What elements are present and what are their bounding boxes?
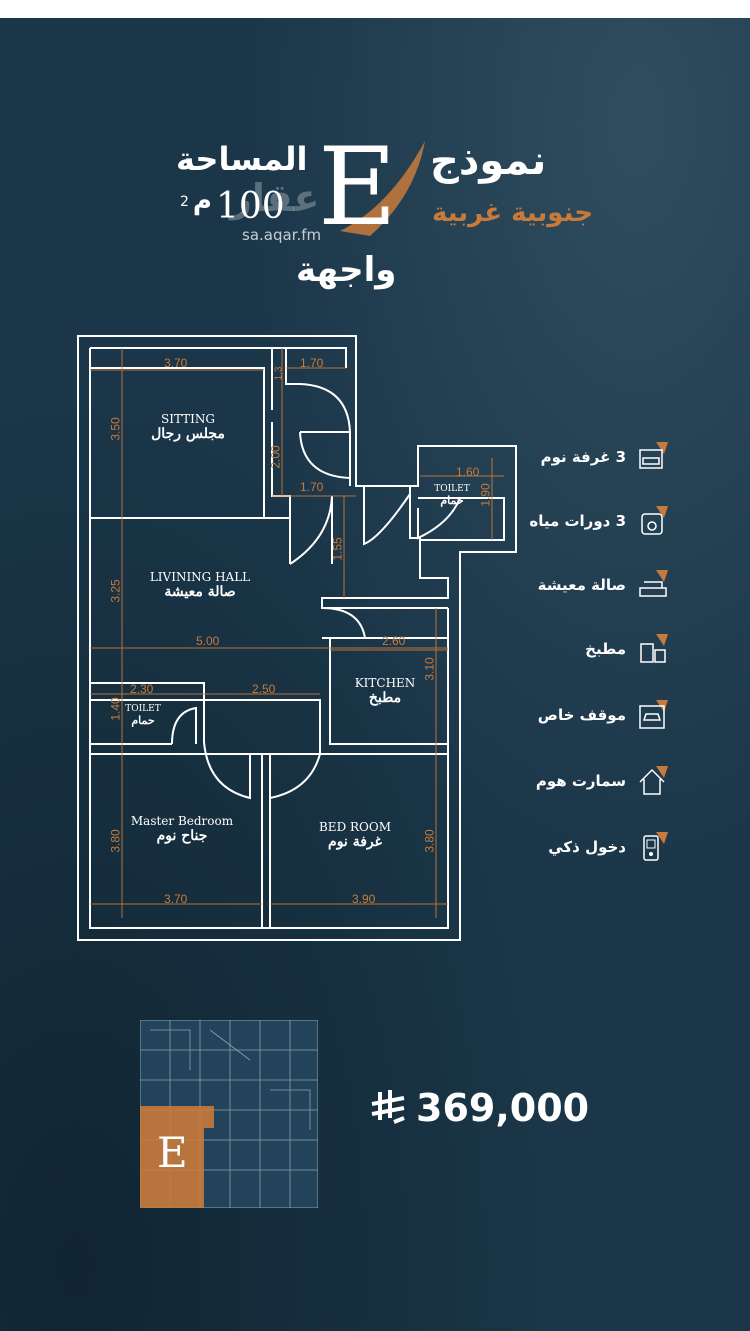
dimension-label: 2.60 xyxy=(382,634,406,648)
room-master-bedroom: Master Bedroom جناح نوم xyxy=(130,814,234,844)
dimension-label: 1.90 xyxy=(478,483,493,507)
floor-plan xyxy=(77,335,517,941)
bedroom-icon xyxy=(636,440,670,474)
property-poster: E نموذج جنوبية غربية المساحة 2 م 100 عقا… xyxy=(0,18,750,1331)
feature-smart-entry: دخول ذكي xyxy=(548,830,670,864)
dimension-label: 3.80 xyxy=(108,829,123,853)
dimension-label: 3.90 xyxy=(352,892,376,906)
riyal-icon xyxy=(371,1090,405,1124)
dimension-label: 3.25 xyxy=(108,579,123,603)
key-plan xyxy=(140,1020,318,1208)
model-word: نموذج xyxy=(430,138,547,184)
room-toilet-2: TOILET حمام xyxy=(125,704,161,727)
room-sitting: SITTING مجلس رجال xyxy=(151,412,225,442)
orientation-label: جنوبية غربية xyxy=(432,198,593,228)
facade-label: واجهة xyxy=(296,250,397,290)
dimension-label: 3.10 xyxy=(422,657,437,681)
feature-bathrooms: 3 دورات مياه xyxy=(529,504,670,538)
dimension-label: 1.3 xyxy=(273,366,285,381)
dimension-label: 2.30 xyxy=(130,682,154,696)
price-amount: 369,000 xyxy=(416,1086,590,1130)
kitchen-icon xyxy=(636,632,670,666)
smart-lock-icon xyxy=(636,830,670,864)
room-living-hall: LIVINING HALL صالة معيشة xyxy=(149,570,251,600)
room-kitchen: KITCHEN مطبخ xyxy=(354,676,416,706)
dimension-label: 2.00 xyxy=(268,445,283,469)
room-bedroom: BED ROOM غرفة نوم xyxy=(318,820,391,850)
dimension-label: 2.50 xyxy=(252,682,276,696)
area-value: 2 م 100 xyxy=(180,186,285,227)
dimension-label: 3.70 xyxy=(164,356,188,370)
dimension-label: 1.55 xyxy=(330,537,345,561)
feature-smart-home: سمارت هوم xyxy=(536,764,670,798)
model-letter: E xyxy=(318,125,397,250)
dimension-label: 1.70 xyxy=(300,356,324,370)
keyplan-unit-letter: E xyxy=(157,1128,188,1177)
sofa-icon xyxy=(636,568,670,602)
feature-living: صالة معيشة xyxy=(538,568,670,602)
dimension-label: 1.70 xyxy=(300,480,324,494)
dimension-label: 1.60 xyxy=(456,465,480,479)
dimension-label: 1.40 xyxy=(108,697,123,721)
feature-bedrooms: 3 غرفة نوم xyxy=(541,440,670,474)
smart-home-icon xyxy=(636,764,670,798)
feature-kitchen: مطبخ xyxy=(585,632,670,666)
dimension-label: 5.00 xyxy=(196,634,220,648)
watermark-logo: عقار xyxy=(230,176,320,220)
feature-parking: موقف خاص xyxy=(538,698,670,732)
bathroom-icon xyxy=(636,504,670,538)
price-tag: 369,000 xyxy=(368,1086,589,1130)
room-toilet-1: TOILET حمام xyxy=(434,484,470,507)
area-label: المساحة xyxy=(176,140,308,178)
dimension-label: 3.70 xyxy=(164,892,188,906)
orange-swoosh-icon xyxy=(340,141,425,236)
dimension-label: 3.80 xyxy=(422,829,437,853)
dimension-label: 3.50 xyxy=(108,417,123,441)
parking-icon xyxy=(636,698,670,732)
watermark-url: sa.aqar.fm xyxy=(242,226,322,244)
